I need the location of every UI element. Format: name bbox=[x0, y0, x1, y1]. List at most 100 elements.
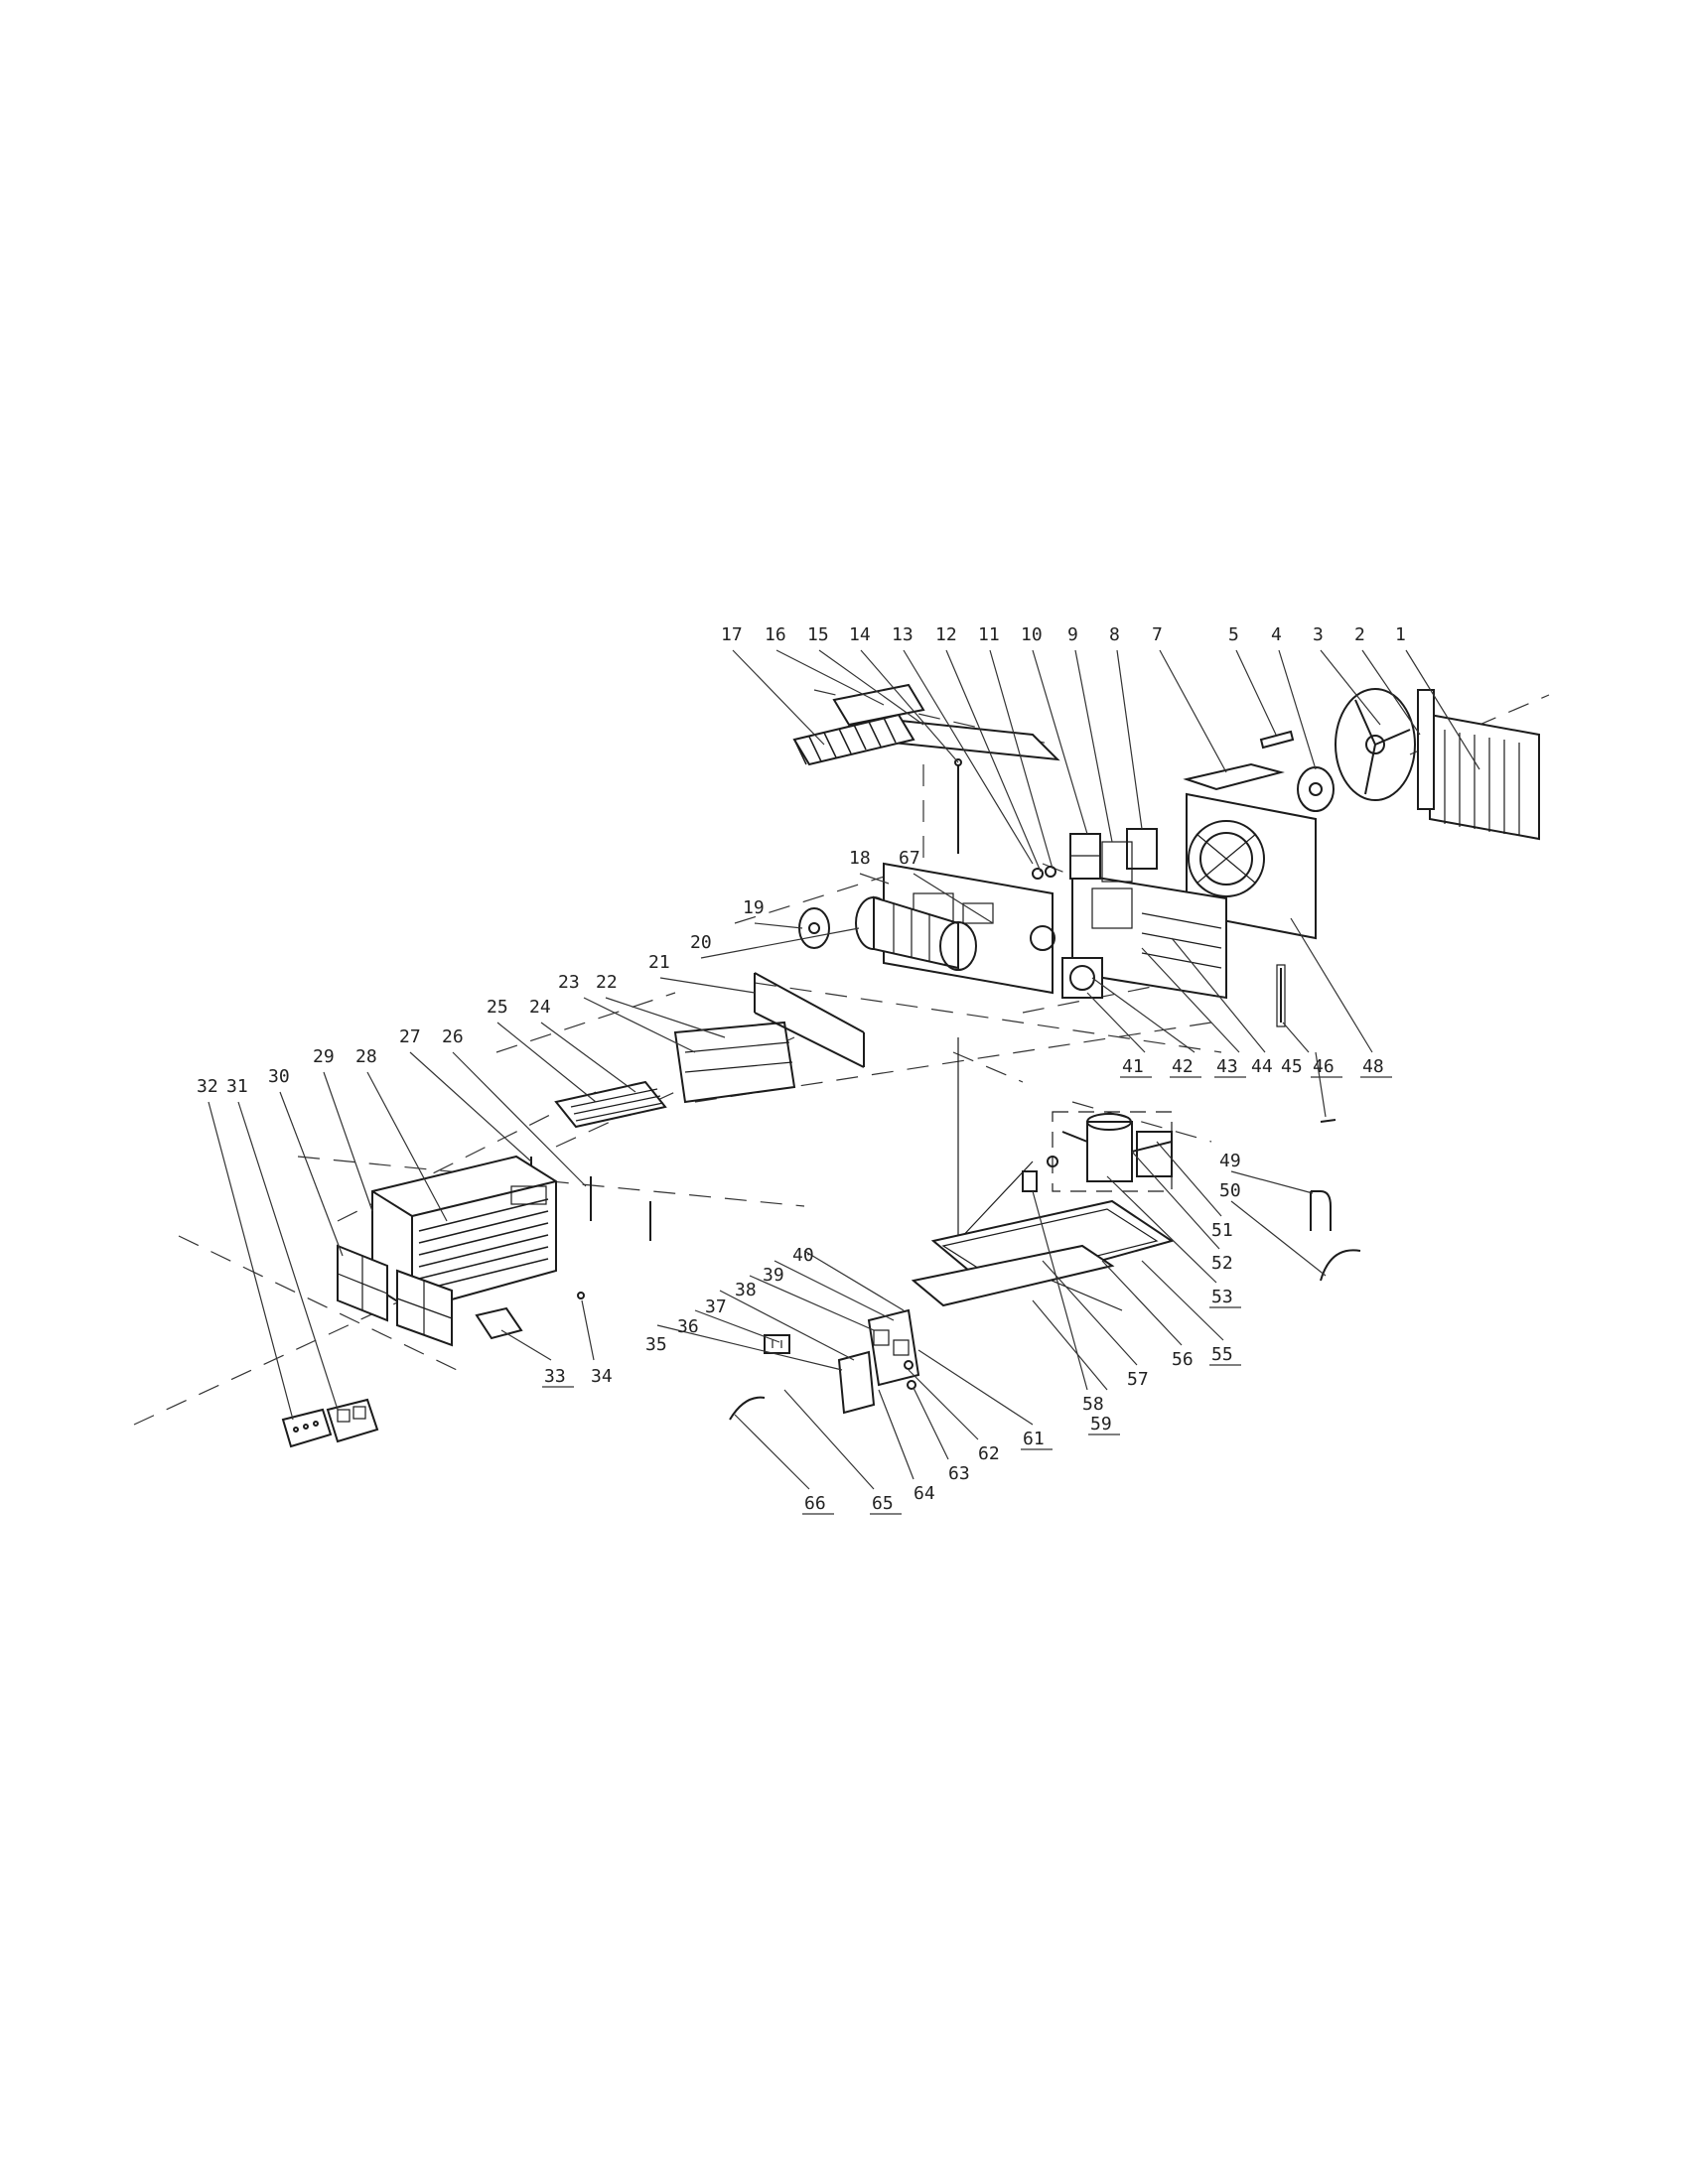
capacitor-63 bbox=[907, 1380, 916, 1390]
condenser-fan-blade bbox=[1335, 688, 1416, 801]
part-label-37: 37 bbox=[705, 1297, 727, 1317]
part-label-20: 20 bbox=[690, 932, 712, 953]
part-label-9: 9 bbox=[1067, 624, 1078, 645]
part-label-65: 65 bbox=[872, 1493, 894, 1514]
part-label-61: 61 bbox=[1023, 1429, 1045, 1449]
part-label-62: 62 bbox=[978, 1443, 1000, 1464]
blower-wheel-hub bbox=[798, 907, 830, 949]
blower-motor bbox=[1061, 957, 1103, 999]
part-label-33: 33 bbox=[544, 1366, 566, 1387]
part-label-25: 25 bbox=[487, 997, 508, 1018]
part-label-18: 18 bbox=[849, 848, 871, 869]
room-air-discharge-grille bbox=[792, 683, 925, 766]
capillary-tube-49 bbox=[1310, 1190, 1332, 1231]
part-label-55: 55 bbox=[1211, 1344, 1233, 1365]
part-label-11: 11 bbox=[978, 624, 1000, 645]
small-valve-parts bbox=[1022, 1156, 1058, 1192]
screw-45 bbox=[1320, 1119, 1336, 1123]
part-label-19: 19 bbox=[743, 897, 765, 918]
part-label-38: 38 bbox=[735, 1280, 757, 1300]
part-label-58: 58 bbox=[1082, 1394, 1104, 1415]
part-label-45: 45 bbox=[1281, 1056, 1303, 1077]
evaporator-coil bbox=[673, 1021, 796, 1104]
part-label-24: 24 bbox=[529, 997, 551, 1018]
part-label-28: 28 bbox=[355, 1046, 377, 1067]
relay-36 bbox=[764, 1334, 790, 1354]
base-pan bbox=[911, 1199, 1175, 1307]
control-panel-31 bbox=[326, 1398, 379, 1443]
part-label-31: 31 bbox=[226, 1076, 248, 1097]
compressor-assembly bbox=[1052, 1111, 1173, 1192]
part-number-labels: 1 2 3 4 5 7 8 9 10 11 12 13 14 15 16 17 … bbox=[197, 624, 1406, 1514]
part-label-12: 12 bbox=[935, 624, 957, 645]
part-label-42: 42 bbox=[1172, 1056, 1194, 1077]
part-label-43: 43 bbox=[1216, 1056, 1238, 1077]
blower-scroll-rod-14 bbox=[954, 758, 962, 854]
air-filters bbox=[337, 1244, 453, 1347]
part-label-17: 17 bbox=[721, 624, 743, 645]
part-label-5: 5 bbox=[1228, 624, 1239, 645]
heater-element bbox=[554, 1080, 667, 1129]
blower-wheel bbox=[855, 895, 977, 971]
access-door bbox=[475, 1306, 523, 1340]
part-label-39: 39 bbox=[763, 1265, 784, 1286]
part-label-26: 26 bbox=[442, 1026, 464, 1047]
part-label-2: 2 bbox=[1354, 624, 1365, 645]
leader-lines bbox=[208, 649, 1480, 1490]
fan-hub bbox=[1297, 766, 1335, 812]
part-label-51: 51 bbox=[1211, 1220, 1233, 1241]
part-label-44: 44 bbox=[1251, 1056, 1273, 1077]
part-label-13: 13 bbox=[892, 624, 914, 645]
screw-34 bbox=[577, 1292, 585, 1299]
control-box-assembly bbox=[837, 1308, 920, 1415]
part-label-41: 41 bbox=[1122, 1056, 1144, 1077]
control-box-cover bbox=[1101, 828, 1158, 883]
part-label-53: 53 bbox=[1211, 1287, 1233, 1307]
part-label-7: 7 bbox=[1152, 624, 1163, 645]
part-label-21: 21 bbox=[648, 952, 670, 973]
label-underlines bbox=[542, 1076, 1392, 1515]
drain-hose-50 bbox=[1320, 1249, 1361, 1282]
part-label-52: 52 bbox=[1211, 1253, 1233, 1274]
part-label-50: 50 bbox=[1219, 1180, 1241, 1201]
condenser-coil bbox=[1417, 689, 1540, 841]
part-label-59: 59 bbox=[1090, 1414, 1112, 1434]
part-label-36: 36 bbox=[677, 1316, 699, 1337]
control-panel-32 bbox=[281, 1408, 333, 1448]
bulkhead-panel bbox=[1071, 872, 1227, 1000]
coil-support-bracket bbox=[754, 972, 865, 1068]
bracket-46 bbox=[1276, 964, 1286, 1027]
part-label-49: 49 bbox=[1219, 1151, 1241, 1171]
part-label-14: 14 bbox=[849, 624, 871, 645]
motor-bracket-parts bbox=[1032, 833, 1101, 880]
part-label-67: 67 bbox=[899, 848, 920, 869]
part-label-23: 23 bbox=[558, 972, 580, 993]
part-label-10: 10 bbox=[1021, 624, 1043, 645]
part-label-64: 64 bbox=[914, 1483, 935, 1504]
shroud-top-strip bbox=[1183, 762, 1285, 791]
part-label-4: 4 bbox=[1271, 624, 1282, 645]
part-label-46: 46 bbox=[1313, 1056, 1335, 1077]
part-label-57: 57 bbox=[1127, 1369, 1149, 1390]
part-label-3: 3 bbox=[1313, 624, 1324, 645]
part-label-34: 34 bbox=[591, 1366, 613, 1387]
part-label-35: 35 bbox=[645, 1334, 667, 1355]
part-label-29: 29 bbox=[313, 1046, 335, 1067]
part-label-63: 63 bbox=[948, 1463, 970, 1484]
part-label-8: 8 bbox=[1109, 624, 1120, 645]
part-label-56: 56 bbox=[1172, 1349, 1194, 1370]
part-label-40: 40 bbox=[792, 1245, 814, 1266]
part-label-15: 15 bbox=[807, 624, 829, 645]
part-label-32: 32 bbox=[197, 1076, 218, 1097]
power-cord-66 bbox=[729, 1396, 766, 1421]
clip-part-5 bbox=[1259, 730, 1295, 750]
part-label-1: 1 bbox=[1395, 624, 1406, 645]
part-label-48: 48 bbox=[1362, 1056, 1384, 1077]
part-label-66: 66 bbox=[804, 1493, 826, 1514]
assembly-guide-lines bbox=[133, 689, 1550, 1426]
part-label-16: 16 bbox=[765, 624, 786, 645]
part-label-22: 22 bbox=[596, 972, 618, 993]
part-label-30: 30 bbox=[268, 1066, 290, 1087]
part-label-27: 27 bbox=[399, 1026, 421, 1047]
